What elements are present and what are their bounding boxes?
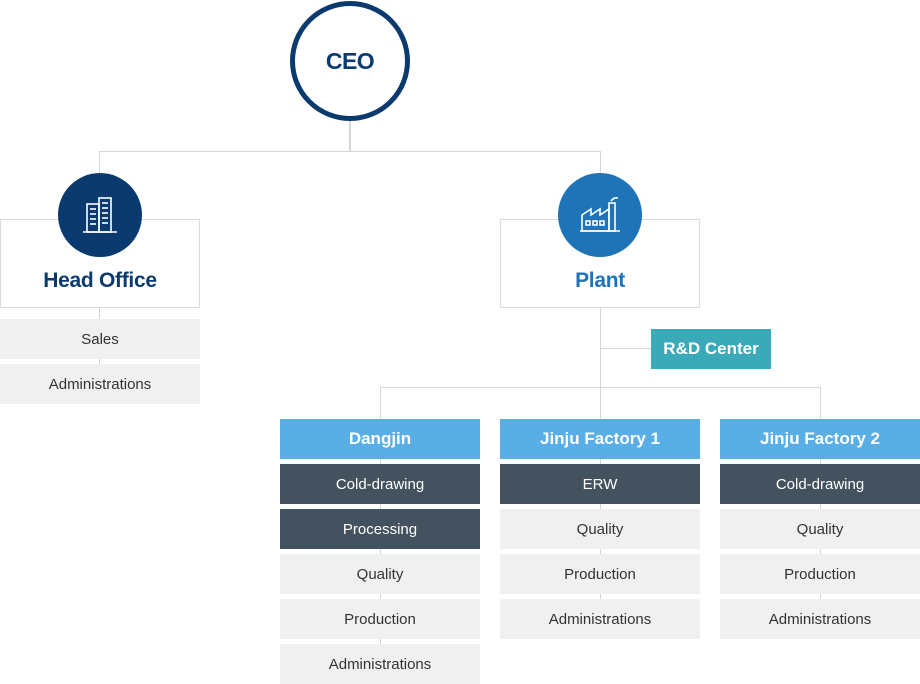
department-label: ERW <box>582 475 618 493</box>
department-item: Production <box>500 554 700 594</box>
branch-header: Dangjin <box>280 419 480 459</box>
ceo-node: CEO <box>290 1 410 121</box>
plant-down-connector <box>600 307 601 419</box>
department-label: Production <box>784 565 856 583</box>
office-building-icon <box>58 173 142 257</box>
branch-horizontal-connector <box>380 387 821 388</box>
branch-header: Jinju Factory 1 <box>500 419 700 459</box>
head-office-connector <box>99 151 100 173</box>
head-office-item-label: Sales <box>81 330 119 348</box>
department-label: Quality <box>356 565 404 583</box>
head-office-item: Administrations <box>0 364 200 404</box>
department-item: Cold-drawing <box>280 464 480 504</box>
department-label: Quality <box>576 520 624 538</box>
branch-name: Jinju Factory 1 <box>540 429 660 448</box>
factory-icon <box>558 173 642 257</box>
department-item: Administrations <box>500 599 700 639</box>
branch-name: Dangjin <box>348 429 412 448</box>
ceo-label: CEO <box>325 47 375 74</box>
head-office-item-label: Administrations <box>48 375 152 393</box>
department-label: Cold-drawing <box>775 475 865 493</box>
plant-connector <box>600 151 601 173</box>
head-office-item: Sales <box>0 319 200 359</box>
department-item: Quality <box>500 509 700 549</box>
department-label: Production <box>564 565 636 583</box>
department-label: Production <box>344 610 416 628</box>
department-label: Cold-drawing <box>335 475 425 493</box>
ceo-connector <box>349 121 351 152</box>
department-item: Quality <box>720 509 920 549</box>
rd-center-connector <box>600 348 651 349</box>
jinju1-connector <box>820 387 821 420</box>
rd-center-box: R&D Center <box>651 329 771 369</box>
department-item: Administrations <box>280 644 480 684</box>
top-horizontal-connector <box>99 151 601 152</box>
branch-header: Jinju Factory 2 <box>720 419 920 459</box>
rd-center-label: R&D Center <box>663 339 759 358</box>
department-label: Administrations <box>328 655 432 673</box>
department-item: Processing <box>280 509 480 549</box>
department-label: Quality <box>796 520 844 538</box>
department-item: Cold-drawing <box>720 464 920 504</box>
department-label: Processing <box>342 520 418 538</box>
department-item: Production <box>280 599 480 639</box>
branch-name: Jinju Factory 2 <box>760 429 880 448</box>
department-item: Administrations <box>720 599 920 639</box>
head-office-title: Head Office <box>43 269 157 292</box>
department-label: Administrations <box>548 610 652 628</box>
department-item: ERW <box>500 464 700 504</box>
department-item: Quality <box>280 554 480 594</box>
department-label: Administrations <box>768 610 872 628</box>
department-item: Production <box>720 554 920 594</box>
plant-title: Plant <box>575 269 625 292</box>
dangjin-connector <box>380 387 381 420</box>
